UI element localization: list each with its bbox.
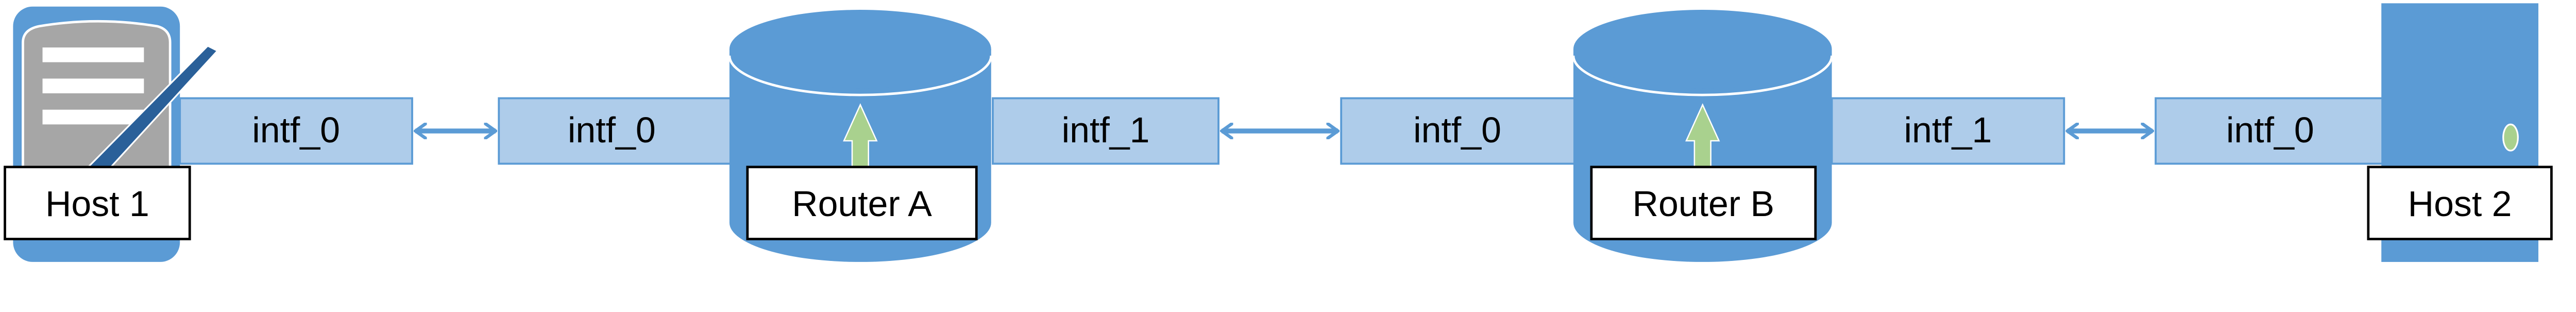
interface-label: intf_1 — [1062, 110, 1150, 150]
router-b-label-box — [1590, 166, 1817, 240]
router-b-label: Router B — [1633, 184, 1775, 224]
interface-label: intf_0 — [1413, 110, 1501, 150]
host-1-label: Host 1 — [45, 184, 149, 224]
host-2-label-box — [2367, 166, 2553, 240]
interface-label: intf_1 — [1904, 110, 1992, 150]
router-a-node[interactable]: Router A — [728, 10, 993, 262]
power-led-icon — [2502, 123, 2519, 152]
interface-label: intf_0 — [2226, 110, 2314, 150]
interface-host1-intf0[interactable]: intf_0 — [179, 97, 413, 165]
host-2-label: Host 2 — [2408, 184, 2512, 224]
interface-routerB-intf0[interactable]: intf_0 — [1340, 97, 1578, 165]
interface-label: intf_0 — [568, 110, 656, 150]
router-a-label-box — [746, 166, 978, 240]
host-1-node[interactable]: Host 1 — [4, 6, 219, 262]
router-a-label: Router A — [792, 184, 932, 224]
interface-routerA-intf0[interactable]: intf_0 — [498, 97, 732, 165]
interface-label: intf_0 — [252, 110, 340, 150]
network-diagram: Host 1 intf_0 intf_0 Router A intf_1 int… — [4, 3, 2553, 262]
interface-host2-intf0[interactable]: intf_0 — [2155, 97, 2386, 165]
host-1-label-box — [4, 166, 191, 240]
host-2-node[interactable]: Host 2 — [2367, 3, 2553, 262]
interface-routerA-intf1[interactable]: intf_1 — [992, 97, 1219, 165]
router-b-node[interactable]: Router B — [1572, 10, 1833, 262]
interface-routerB-intf1[interactable]: intf_1 — [1831, 97, 2065, 165]
